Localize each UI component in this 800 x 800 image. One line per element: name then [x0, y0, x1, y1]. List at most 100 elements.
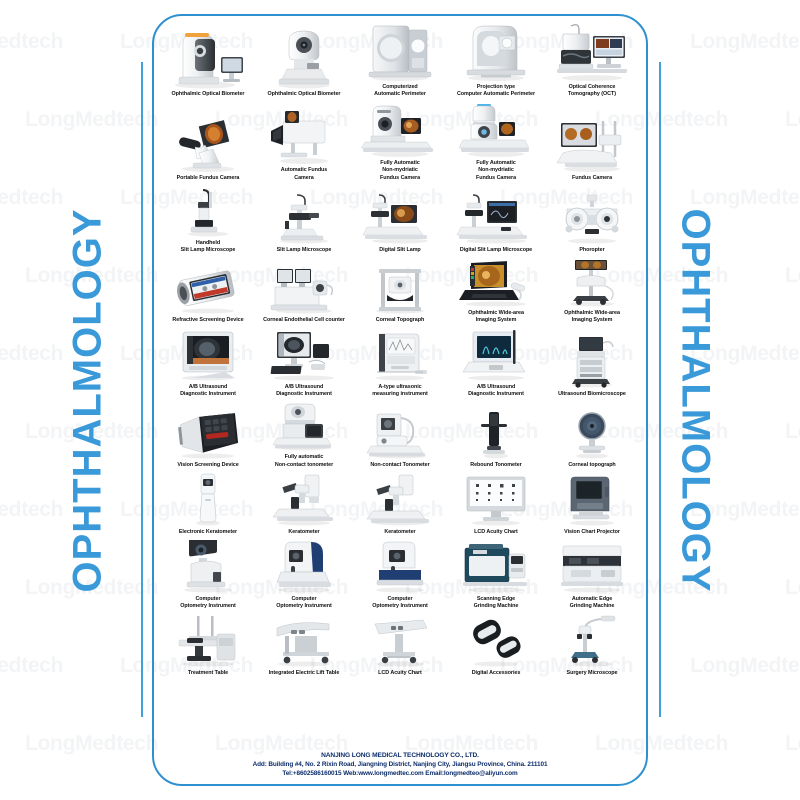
product-image-wide-area-laptop — [453, 258, 539, 308]
product-image-keratometer-handheld — [165, 473, 251, 527]
side-divider-right — [659, 62, 661, 717]
product-cell[interactable]: Integrated Electric Lift Table — [256, 614, 352, 677]
product-image-biometer-desktop — [165, 27, 251, 89]
product-image-fundus-automatic — [261, 109, 347, 165]
product-cell[interactable]: Digital Accessories — [448, 614, 544, 677]
product-cell[interactable]: Keratometer — [256, 473, 352, 536]
product-cell[interactable]: Ultrasound Biomicroscope — [544, 328, 640, 398]
watermark-text: LongMedtech — [690, 30, 800, 53]
product-cell[interactable]: Vision Screening Device — [160, 402, 256, 468]
watermark-text: LongMedtech — [0, 30, 64, 53]
product-label: Fundus Camera — [571, 174, 613, 181]
product-label: Electronic Keratometer — [178, 528, 238, 535]
product-image-tonometer-auto — [261, 402, 347, 452]
product-image-ultrasound-atype — [357, 328, 443, 382]
product-label: Ultrasound Biomicroscope — [558, 391, 626, 398]
product-image-slitlamp-standard — [261, 193, 347, 245]
product-cell[interactable]: Vision Chart Projector — [544, 473, 640, 536]
product-cell[interactable]: Refractive Screening Device — [160, 258, 256, 324]
product-label: Corneal Endothelial Cell counter — [263, 317, 345, 323]
product-cell[interactable]: Corneal topograph — [544, 402, 640, 468]
watermark-text: LongMedtech — [785, 576, 800, 599]
product-cell[interactable]: Rebound Tonometer — [448, 402, 544, 468]
product-cell[interactable]: Digital Slit Lamp — [352, 186, 448, 254]
product-cell[interactable]: Phoropter — [544, 186, 640, 254]
product-label: Slit Lamp Microscope — [276, 246, 332, 253]
side-divider-left — [141, 62, 143, 717]
footer-company-name: NANJING LONG MEDICAL TECHNOLOGY CO., LTD… — [321, 752, 479, 759]
product-label: Surgery Microscope — [566, 670, 618, 676]
product-cell[interactable]: Electronic Keratometer — [160, 473, 256, 536]
product-image-acuity-table — [357, 614, 443, 668]
product-image-surgery-microscope — [549, 614, 635, 668]
product-cell[interactable]: Surgery Microscope — [544, 614, 640, 677]
product-image-perimeter-bowl — [453, 20, 539, 82]
product-image-lift-table — [261, 614, 347, 668]
product-cell[interactable]: Non-contact Tonometer — [352, 402, 448, 468]
product-cell[interactable]: Corneal Topograph — [352, 258, 448, 324]
product-image-wide-area-cart — [549, 258, 635, 308]
product-cell[interactable]: Fundus Camera — [544, 102, 640, 181]
watermark-text: LongMedtech — [25, 732, 159, 755]
product-label: Vision Chart Projector — [564, 528, 620, 535]
product-label: Non-contact Tonometer — [370, 461, 430, 468]
product-cell[interactable]: Treatment Table — [160, 614, 256, 677]
product-cell[interactable]: Ophthalmic Optical Biometer — [256, 20, 352, 98]
product-cell[interactable]: LCD Acuity Chart — [448, 473, 544, 536]
product-cell[interactable]: Digital Slit Lamp Microscope — [448, 186, 544, 254]
product-label: Keratometer — [288, 528, 320, 535]
product-label: Vision Screening Device — [177, 461, 239, 468]
product-cell[interactable]: Slit Lamp Microscope — [256, 186, 352, 254]
product-image-ultrasound-tablet — [165, 328, 251, 382]
product-image-fundus-monitor — [549, 117, 635, 173]
product-cell[interactable]: Keratometer — [352, 473, 448, 536]
side-title-right: OPHTHALMOLOGY — [673, 208, 718, 593]
footer-contact-block: NANJING LONG MEDICAL TECHNOLOGY CO., LTD… — [160, 752, 640, 778]
product-cell[interactable]: Portable Fundus Camera — [160, 102, 256, 181]
watermark-text: LongMedtech — [0, 342, 64, 365]
product-cell[interactable]: LCD Acuity Chart — [352, 614, 448, 677]
product-cell[interactable]: Corneal Endothelial Cell counter — [256, 258, 352, 324]
watermark-text: LongMedtech — [0, 498, 64, 521]
product-image-lcd-acuity-monitor — [453, 473, 539, 527]
product-cell[interactable]: Ophthalmic Optical Biometer — [160, 20, 256, 98]
product-image-phoropter — [549, 193, 635, 245]
product-label: Phoropter — [579, 246, 605, 253]
product-label: Refractive Screening Device — [172, 317, 244, 323]
watermark-text: LongMedtech — [785, 108, 800, 131]
